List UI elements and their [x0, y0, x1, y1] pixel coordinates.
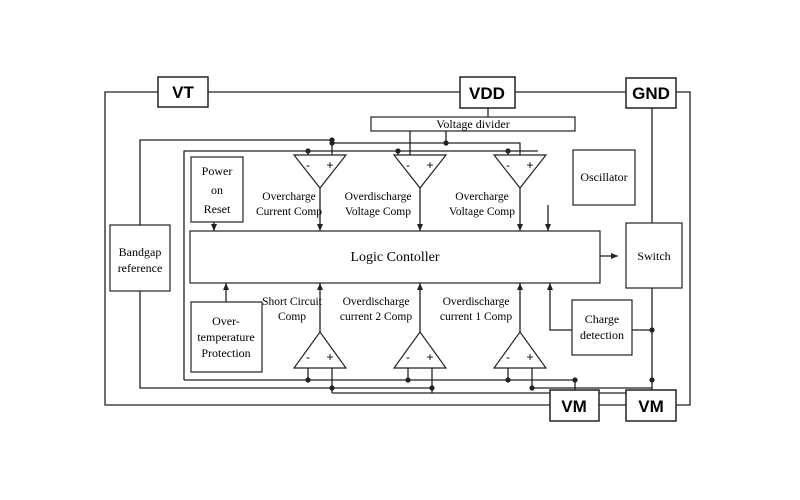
comp-minus-sign: -: [506, 350, 510, 364]
comp-label-line-1: Short Circuit: [262, 296, 323, 308]
svg-text:VM: VM: [638, 397, 664, 416]
cd-line-1: Charge: [585, 312, 619, 326]
switch-block: Switch: [625, 222, 683, 289]
comp-minus-sign: -: [406, 350, 410, 364]
comparator-overcharge-current: - +: [292, 154, 348, 189]
svg-text:GND: GND: [632, 84, 670, 103]
comp-label-line-2: Voltage Comp: [449, 206, 515, 218]
comp-label-line-1: Overdischarge: [443, 296, 510, 308]
svg-text:Oscillator: Oscillator: [580, 170, 627, 184]
power-on-reset-block: Power on Reset: [190, 156, 244, 223]
svg-text:Switch: Switch: [637, 249, 670, 263]
pin-vm-right: VM: [625, 389, 677, 422]
comparator-overdischarge-voltage: - +: [392, 154, 448, 189]
comparator-overcharge-voltage: - +: [492, 154, 548, 189]
bandgap-line-1: Bandgap: [119, 245, 162, 259]
comp-minus-sign: -: [306, 350, 310, 364]
bandgap-line-2: reference: [118, 261, 163, 275]
por-line-3: Reset: [204, 202, 231, 216]
comp-label-line-1: Overcharge: [455, 191, 508, 203]
cd-line-2: detection: [580, 328, 624, 342]
por-line-2: on: [211, 183, 223, 197]
svg-text:VM: VM: [561, 397, 587, 416]
pin-gnd: GND: [625, 77, 677, 109]
por-line-1: Power: [202, 164, 233, 178]
comp-plus-sign: +: [326, 350, 333, 364]
comp-label-line-1: Overdischarge: [345, 191, 412, 203]
comp-label-line-2: current 1 Comp: [440, 311, 512, 323]
comparator-short-circuit: - +: [292, 330, 348, 369]
comparator-overdischarge-current-1: - +: [492, 330, 548, 369]
comp-minus-sign: -: [406, 158, 410, 172]
comp-minus-sign: -: [306, 158, 310, 172]
svg-text:Voltage divider: Voltage divider: [436, 117, 509, 131]
svg-text:VDD: VDD: [469, 84, 505, 103]
pin-vdd: VDD: [459, 76, 516, 109]
charge-detection-block: Charge detection: [571, 299, 633, 356]
bandgap-reference-block: Bandgap reference: [109, 224, 171, 292]
comp-plus-sign: +: [326, 158, 333, 172]
comp-minus-sign: -: [506, 158, 510, 172]
comp-label-line-2: Voltage Comp: [345, 206, 411, 218]
comp-label-line-2: Current Comp: [256, 206, 322, 218]
logic-controller-block: Logic Contoller: [189, 230, 601, 284]
ot-line-2: temperature: [197, 330, 254, 344]
pin-vt: VT: [157, 76, 209, 108]
comp-label-line-1: Overcharge: [262, 191, 315, 203]
junction-dots: [305, 137, 655, 391]
comparator-overdischarge-current-2: - +: [392, 330, 448, 369]
comp-plus-sign: +: [426, 158, 433, 172]
oscillator-block: Oscillator: [572, 149, 636, 206]
comp-label-line-2: Comp: [278, 311, 306, 323]
ot-line-3: Protection: [201, 346, 250, 360]
voltage-divider-block: Voltage divider: [370, 116, 576, 132]
pin-vm-left: VM: [549, 389, 600, 422]
comp-label-line-2: current 2 Comp: [340, 311, 412, 323]
over-temperature-block: Over- temperature Protection: [190, 301, 263, 373]
comp-plus-sign: +: [426, 350, 433, 364]
comp-label-line-1: Overdischarge: [343, 296, 410, 308]
ot-line-1: Over-: [212, 314, 240, 328]
comp-plus-sign: +: [526, 350, 533, 364]
comp-plus-sign: +: [526, 158, 533, 172]
svg-text:VT: VT: [172, 83, 194, 102]
svg-text:Logic Contoller: Logic Contoller: [350, 250, 439, 265]
